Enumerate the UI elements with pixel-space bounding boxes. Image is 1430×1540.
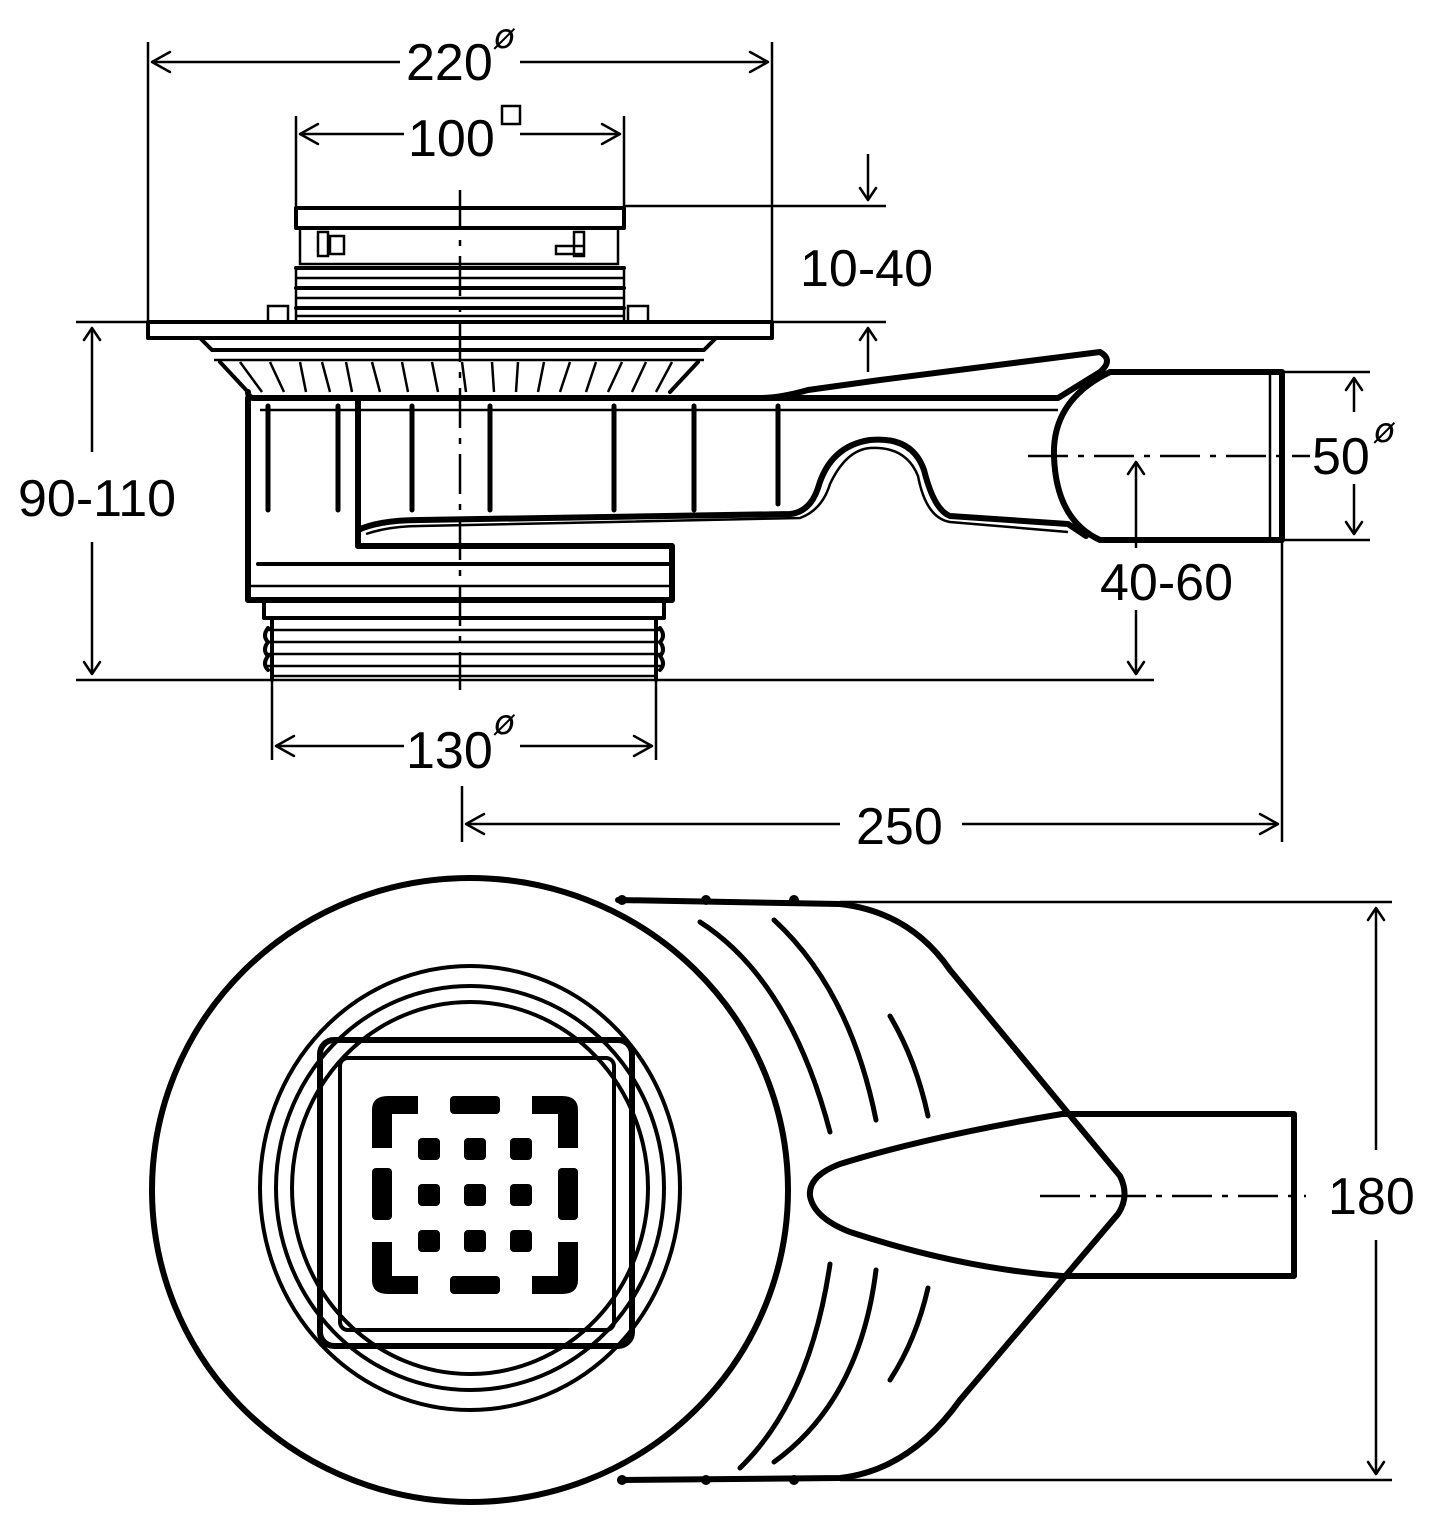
ribs-upper [617,895,931,1135]
dim-90-110: 90-110 [18,470,176,528]
ring-3 [290,1000,650,1376]
body-ribs [265,403,781,513]
drain-body [245,349,1110,603]
grate-outer [317,1037,635,1349]
dim-250: 250 [856,798,943,856]
square-symbol [500,104,522,126]
spigot [263,616,665,682]
ring-2 [274,984,666,1392]
ribs-lower [617,1261,931,1485]
grate-clip-right [554,230,586,258]
dim-40-60: 40-60 [1100,554,1233,612]
flange-lower [198,336,718,352]
cone-ribs [218,360,700,394]
dim-50: 50 [1312,428,1370,486]
outlet-channel-inner [365,446,1069,536]
spigot-collar [262,598,666,620]
dim-50-symbol: ø [1373,411,1396,451]
dim-130: 130 [406,722,493,780]
grate-clip-left [316,230,346,258]
grate-inner [338,1056,616,1332]
extension-rings [266,266,650,324]
side-dimensions: 220 ø 100 10-40 90-110 50 ø [18,17,1396,856]
top-view [149,875,1306,1505]
dim-100: 100 [408,110,495,168]
ring-1 [258,964,682,1412]
dim-180: 180 [1328,1168,1415,1226]
top-dimensions: 180 [840,900,1415,1482]
body-outline [615,897,1128,1483]
grate-holes [372,1096,578,1294]
dim-220-symbol: ø [493,17,516,57]
outlet-spout [806,1111,1065,1279]
outlet-channel [355,436,1089,549]
dim-10-40: 10-40 [800,240,933,298]
dim-130-symbol: ø [493,703,516,743]
dim-220: 220 [406,34,493,92]
outer-flange [149,875,791,1505]
